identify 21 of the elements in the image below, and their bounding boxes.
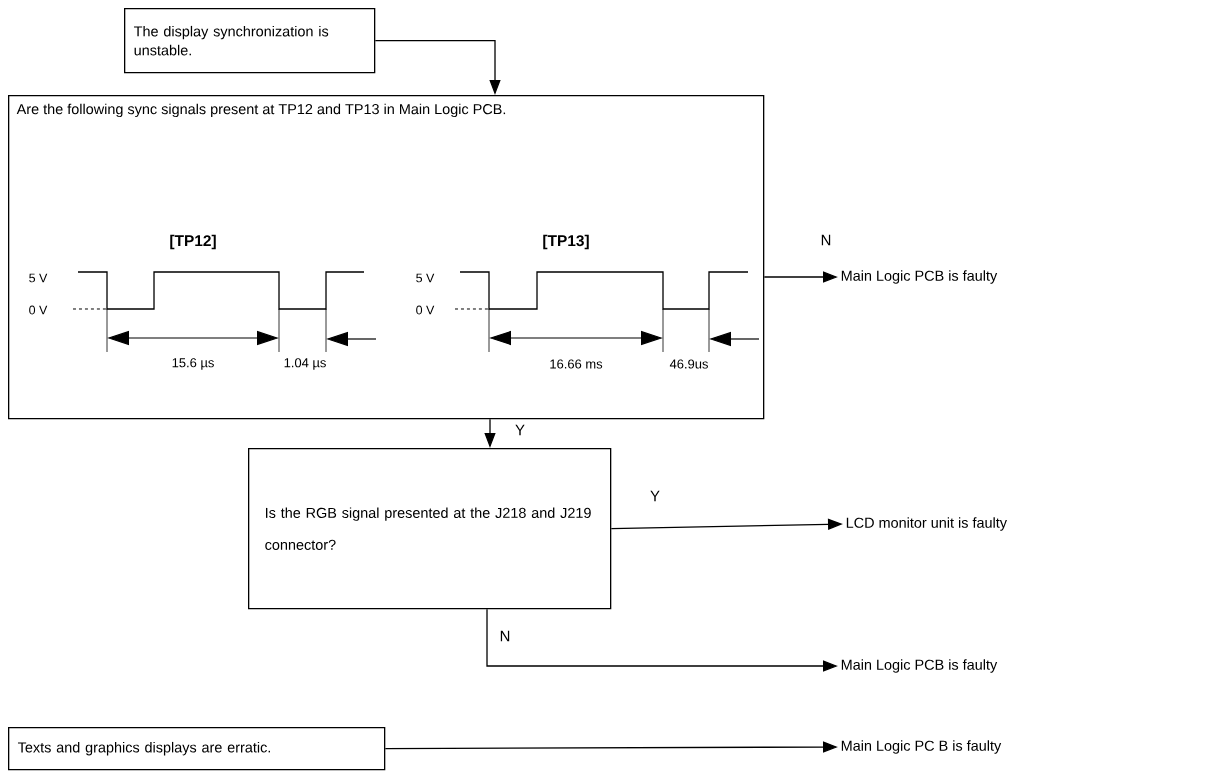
result-text: Main Logic PCB is faulty xyxy=(841,270,998,284)
signal-label: [TP12] xyxy=(170,234,216,250)
voltage-label: 5 V xyxy=(29,273,48,283)
result-text: Main Logic PCB is faulty xyxy=(841,659,998,673)
process-box: Texts and graphics displays are erratic. xyxy=(8,727,386,771)
result-text: LCD monitor unit is faulty xyxy=(846,517,1007,531)
voltage-label: 0 V xyxy=(29,305,48,315)
dimension-label: 16.66 ms xyxy=(550,359,603,369)
voltage-label: 0 V xyxy=(416,305,435,315)
edge-label: N xyxy=(821,234,831,246)
voltage-label: 5 V xyxy=(416,273,435,283)
signal-label: [TP13] xyxy=(543,234,589,250)
dimension-label: 46.9us xyxy=(669,359,708,369)
edge-label: N xyxy=(500,630,510,642)
result-text: Main Logic PC B is faulty xyxy=(841,740,1002,754)
dimension-label: 15.6 µs xyxy=(172,358,214,370)
process-box: The display synchronization is unstable. xyxy=(124,8,376,74)
edge-label: Y xyxy=(515,424,525,436)
decision-box: Is the RGB signal presented at the J218 and J219 connector? xyxy=(248,448,612,610)
dimension-label: 1.04 µs xyxy=(284,358,326,370)
edge-label: Y xyxy=(650,490,660,502)
